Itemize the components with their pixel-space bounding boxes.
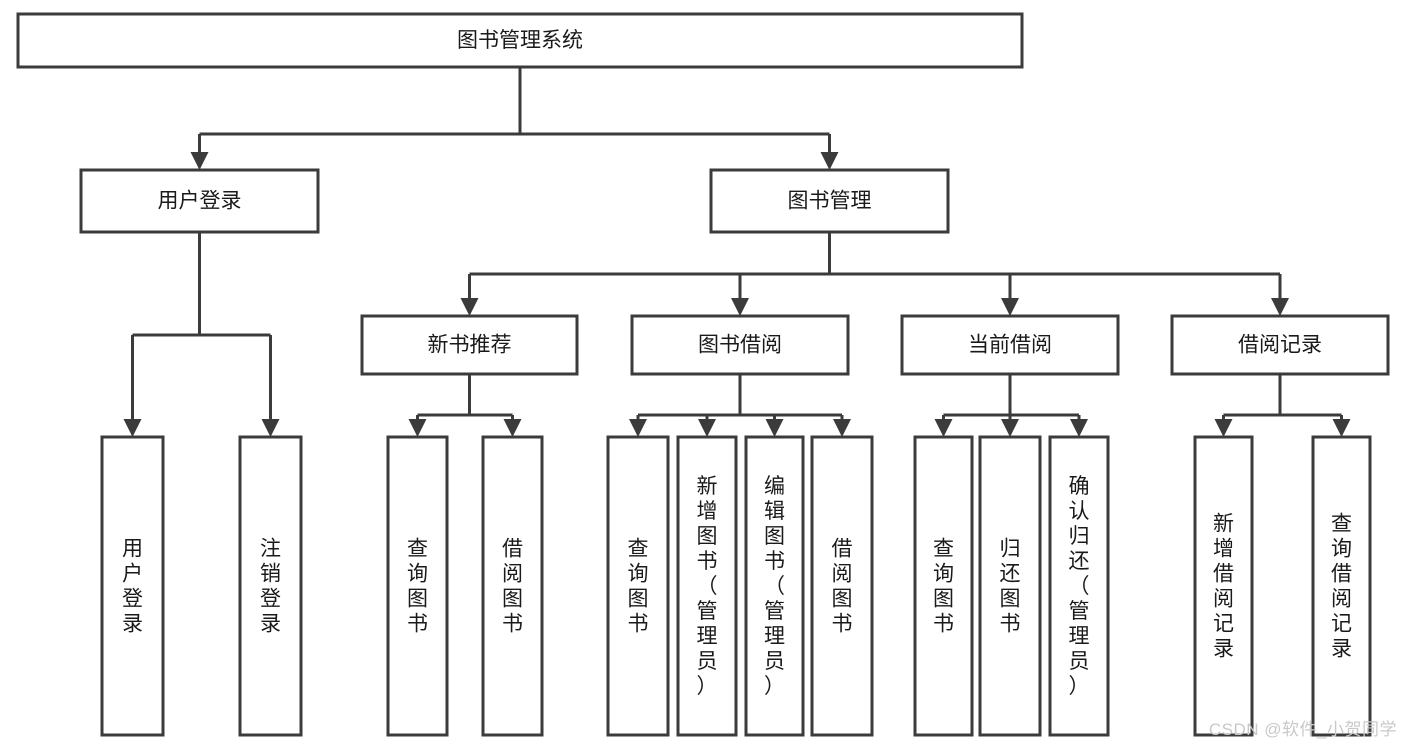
- node-leaf-edit-book-box: [744, 435, 805, 737]
- node-leaf-query-book-2[interactable]: 查询图书: [606, 435, 670, 737]
- arrow-down-icon: [190, 152, 209, 170]
- node-leaf-add-record-box: [1193, 435, 1254, 737]
- arrow-down-icon: [1214, 419, 1233, 437]
- node-leaf-query-record-label: 查询借阅记录: [1331, 513, 1352, 661]
- node-root-system[interactable]: 图书管理系统: [16, 12, 1024, 69]
- node-leaf-logout-label: 注销登录: [260, 538, 281, 636]
- arrow-down-icon: [503, 419, 522, 437]
- node-leaf-borrow-book-2-box: [810, 435, 874, 737]
- node-borrow-record[interactable]: 借阅记录: [1170, 314, 1390, 376]
- node-leaf-add-book[interactable]: 新增图书（管理员）: [676, 435, 738, 737]
- arrow-down-icon: [1271, 298, 1289, 316]
- arrow-down-icon: [765, 419, 784, 437]
- node-book-borrow-box: [630, 314, 850, 376]
- arrow-down-icon: [698, 419, 716, 437]
- arrow-down-icon: [833, 419, 851, 437]
- node-leaf-query-book-1-box: [386, 435, 449, 737]
- node-leaf-confirm-return[interactable]: 确认归还（管理员）: [1048, 435, 1110, 737]
- node-leaf-query-book-2-box: [606, 435, 670, 737]
- node-root-system-label: 图书管理系统: [457, 29, 583, 52]
- node-leaf-query-book-3-box: [913, 435, 974, 737]
- node-leaf-edit-book-label: 编辑图书（管理员）: [764, 475, 785, 698]
- node-user-login-box: [79, 168, 320, 234]
- node-boxes-group: 图书管理系统用户登录图书管理新书推荐图书借阅当前借阅借阅记录用户登录注销登录查询…: [16, 12, 1390, 737]
- node-borrow-record-box: [1170, 314, 1390, 376]
- node-leaf-query-book-1[interactable]: 查询图书: [386, 435, 449, 737]
- watermark-text: CSDN @软件_小贺同学: [1208, 720, 1397, 739]
- node-leaf-confirm-return-box: [1048, 435, 1110, 737]
- node-book-manage[interactable]: 图书管理: [709, 168, 950, 234]
- arrow-down-icon: [1332, 419, 1351, 437]
- node-current-borrow[interactable]: 当前借阅: [900, 314, 1120, 376]
- arrow-down-icon: [123, 419, 142, 437]
- node-user-login[interactable]: 用户登录: [79, 168, 320, 234]
- node-leaf-logout[interactable]: 注销登录: [238, 435, 303, 737]
- node-book-manage-label: 图书管理: [788, 190, 872, 213]
- arrow-down-icon: [820, 152, 839, 170]
- arrow-down-icon: [1070, 419, 1088, 437]
- arrow-down-icon: [1001, 298, 1019, 316]
- node-leaf-edit-book[interactable]: 编辑图书（管理员）: [744, 435, 805, 737]
- node-current-borrow-box: [900, 314, 1120, 376]
- node-leaf-add-record-label: 新增借阅记录: [1213, 513, 1234, 661]
- node-leaf-add-record[interactable]: 新增借阅记录: [1193, 435, 1254, 737]
- node-leaf-return-book-box: [978, 435, 1042, 737]
- node-new-book-recommend-box: [360, 314, 579, 376]
- node-leaf-query-record[interactable]: 查询借阅记录: [1311, 435, 1372, 737]
- node-book-borrow[interactable]: 图书借阅: [630, 314, 850, 376]
- node-borrow-record-label: 借阅记录: [1238, 334, 1322, 357]
- arrow-down-icon: [731, 298, 749, 316]
- node-leaf-borrow-book-1-box: [481, 435, 544, 737]
- node-leaf-borrow-book-2[interactable]: 借阅图书: [810, 435, 874, 737]
- node-leaf-query-book-3[interactable]: 查询图书: [913, 435, 974, 737]
- arrow-down-icon: [408, 419, 427, 437]
- node-leaf-confirm-return-label: 确认归还（管理员）: [1069, 475, 1090, 698]
- node-current-borrow-label: 当前借阅: [968, 334, 1052, 357]
- connector-lines-group: [123, 67, 1351, 437]
- node-leaf-return-book[interactable]: 归还图书: [978, 435, 1042, 737]
- arrow-down-icon: [460, 298, 479, 316]
- node-leaf-user-login[interactable]: 用户登录: [100, 435, 165, 737]
- node-leaf-borrow-book-2-label: 借阅图书: [832, 538, 853, 636]
- arrow-down-icon: [1001, 419, 1019, 437]
- node-leaf-logout-box: [238, 435, 303, 737]
- arrow-down-icon: [934, 419, 953, 437]
- node-leaf-query-record-box: [1311, 435, 1372, 737]
- node-new-book-recommend-label: 新书推荐: [428, 334, 512, 357]
- node-leaf-borrow-book-1[interactable]: 借阅图书: [481, 435, 544, 737]
- node-new-book-recommend[interactable]: 新书推荐: [360, 314, 579, 376]
- node-leaf-user-login-label: 用户登录: [122, 538, 143, 636]
- node-leaf-return-book-label: 归还图书: [1000, 538, 1021, 636]
- node-root-system-box: [16, 12, 1024, 69]
- node-leaf-user-login-box: [100, 435, 165, 737]
- node-user-login-label: 用户登录: [158, 190, 242, 213]
- node-leaf-borrow-book-1-label: 借阅图书: [502, 538, 523, 636]
- arrow-down-icon: [629, 419, 647, 437]
- node-book-borrow-label: 图书借阅: [698, 334, 782, 357]
- arrow-down-icon: [261, 419, 280, 437]
- node-leaf-query-book-2-label: 查询图书: [628, 538, 649, 636]
- node-leaf-add-book-label: 新增图书（管理员）: [697, 475, 718, 698]
- node-leaf-query-book-1-label: 查询图书: [407, 538, 428, 636]
- node-leaf-query-book-3-label: 查询图书: [933, 538, 954, 636]
- node-leaf-add-book-box: [676, 435, 738, 737]
- node-book-manage-box: [709, 168, 950, 234]
